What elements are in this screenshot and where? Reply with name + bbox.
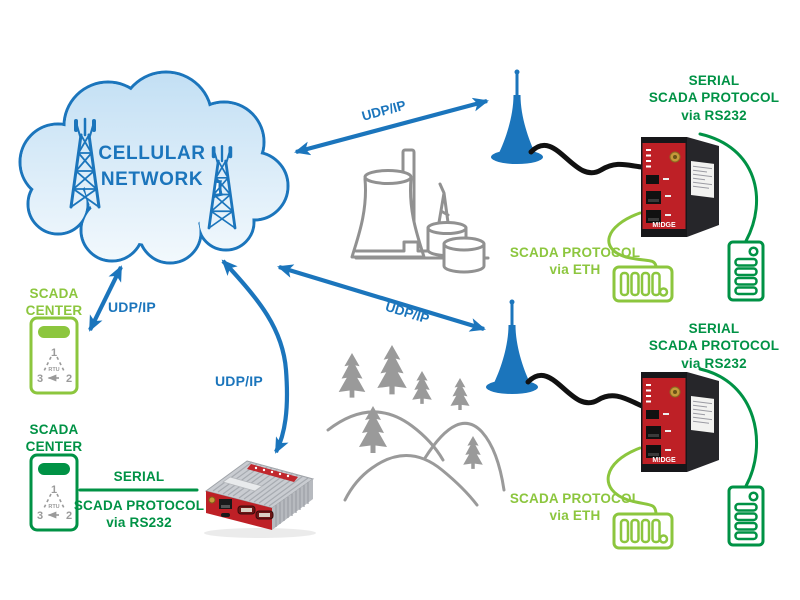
udp-arrow-top	[294, 97, 489, 156]
serial-link-curve-1	[698, 132, 759, 243]
udp-ip-label-left: UDP/IP	[108, 299, 156, 315]
cellular-network-cloud	[18, 70, 290, 265]
serial-scada-protocol-label-top: SERIAL SCADA PROTOCOL via RS232	[648, 73, 780, 123]
serial-scada-protocol-label-bottom: SERIAL SCADA PROTOCOL via RS232	[648, 321, 780, 371]
udp-ip-label-top: UDP/IP	[360, 98, 407, 124]
scada-center-icon-1	[31, 318, 77, 393]
coax-cable-1	[528, 142, 645, 176]
ethernet-port-icon	[219, 499, 232, 509]
pine-tree-icon	[338, 353, 366, 398]
server-icon-1	[727, 240, 765, 302]
industrial-pc-device	[204, 460, 316, 538]
udp-arrow-left	[88, 265, 123, 332]
midge-router-2	[640, 371, 720, 473]
midge-router-1	[640, 136, 720, 238]
scada-center-label-1: SCADA CENTER	[25, 286, 83, 319]
pine-tree-icon	[463, 436, 483, 469]
pine-tree-icon	[377, 345, 407, 395]
cloud-title: CELLULAR NETWORK	[98, 143, 206, 190]
udp-ip-label-curve: UDP/IP	[215, 373, 263, 389]
scada-protocol-eth-label-bottom: SCADA PROTOCOL via ETH	[509, 491, 641, 524]
serial-link-curve-2	[698, 367, 759, 488]
power-plant-icon	[350, 148, 490, 274]
hill-line	[343, 454, 479, 507]
eth-link-curve-1	[607, 211, 658, 268]
coax-cable-2	[525, 372, 645, 409]
serial-link-title: SERIAL	[113, 469, 165, 484]
hill-line	[326, 410, 445, 462]
pine-tree-icon	[450, 378, 470, 410]
antenna-connector-icon	[208, 496, 216, 504]
forest-hills-icon	[326, 345, 506, 507]
udp-arrow-middle	[277, 264, 486, 332]
usb-port-icon	[221, 513, 230, 517]
udp-ip-label-middle: UDP/IP	[384, 299, 431, 327]
scada-protocol-eth-label-top: SCADA PROTOCOL via ETH	[509, 245, 641, 278]
server-icon-2	[727, 485, 765, 547]
scada-center-label-2: SCADA CENTER	[25, 422, 83, 455]
pine-tree-icon	[412, 371, 432, 404]
serial-link-protocol: SCADA PROTOCOL via RS232	[73, 498, 205, 531]
udp-arrow-curved	[221, 259, 290, 454]
eth-link-curve-2	[606, 446, 658, 515]
hill-line	[423, 421, 506, 492]
